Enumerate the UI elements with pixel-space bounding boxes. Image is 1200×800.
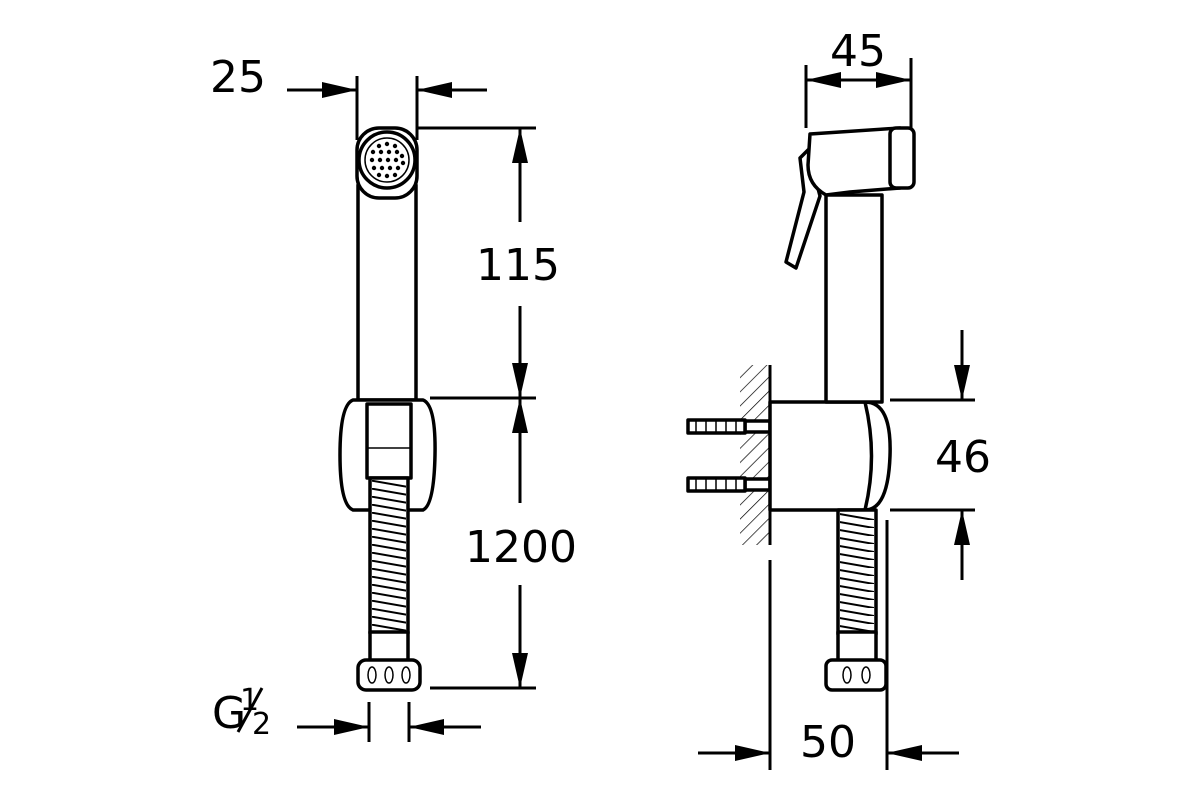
side-head bbox=[806, 126, 902, 197]
holder-slot bbox=[365, 402, 413, 480]
wall-screw-bottom bbox=[686, 476, 772, 493]
dim-head-length: 45 bbox=[804, 26, 913, 128]
dim-connection-num: 1 bbox=[240, 683, 259, 718]
side-hose-nut bbox=[824, 658, 888, 692]
wall-screw-top bbox=[686, 418, 772, 435]
side-handle bbox=[824, 193, 884, 404]
dim-holder-height: 46 bbox=[890, 330, 991, 580]
dim-head-length-label: 45 bbox=[830, 26, 886, 77]
dim-hose-length-label: 1200 bbox=[465, 522, 577, 573]
side-hose-coil bbox=[840, 512, 874, 632]
hose-connector bbox=[368, 630, 410, 664]
side-hose-connector bbox=[836, 630, 878, 664]
hose-nut-holes bbox=[367, 666, 411, 684]
dim-hose-length: 1200 bbox=[430, 398, 577, 690]
dim-head-width: 25 bbox=[210, 52, 487, 140]
side-holder-cap bbox=[863, 400, 892, 512]
dim-wall-offset: 50 bbox=[698, 520, 959, 770]
side-hose-nut-holes bbox=[842, 666, 871, 684]
front-view: 25 115 1200 G bbox=[210, 52, 577, 742]
dim-holder-height-label: 46 bbox=[935, 432, 991, 483]
dim-handle-height-label: 115 bbox=[476, 240, 560, 291]
handle-body bbox=[356, 183, 418, 402]
wall-hatch bbox=[740, 365, 770, 545]
dim-connection: G 1 2 bbox=[212, 683, 481, 742]
dim-head-width-label: 25 bbox=[210, 52, 266, 103]
spray-face-inner bbox=[364, 137, 410, 183]
dim-connection-den: 2 bbox=[252, 707, 271, 742]
hose-coil bbox=[372, 480, 406, 631]
spray-nozzles-icon bbox=[369, 141, 406, 179]
side-view: 45 46 50 bbox=[686, 26, 991, 770]
side-holder bbox=[768, 400, 884, 512]
side-nozzle bbox=[888, 126, 916, 190]
dim-handle-height: 115 bbox=[417, 126, 560, 400]
dim-wall-offset-label: 50 bbox=[800, 717, 856, 768]
